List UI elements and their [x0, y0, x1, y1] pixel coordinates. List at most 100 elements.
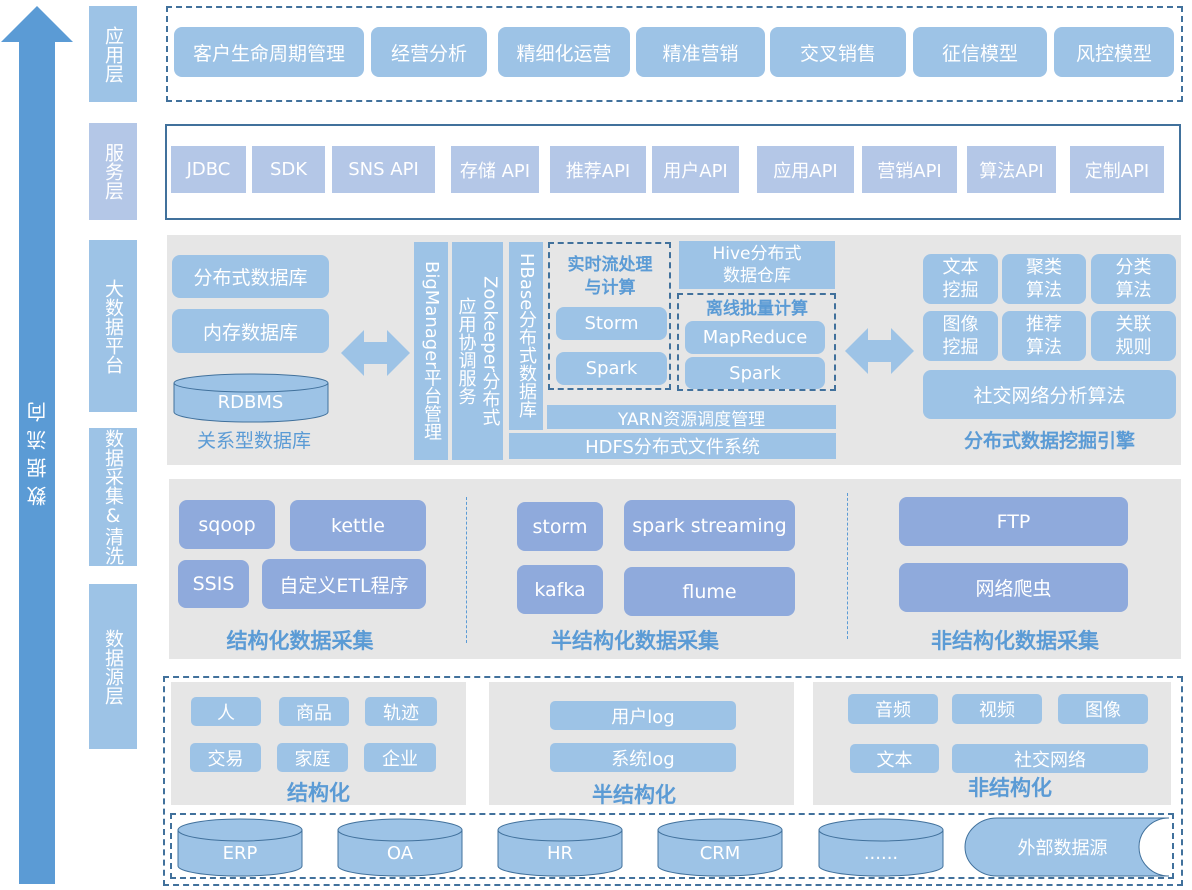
- layer-label-service: 服务层: [89, 123, 137, 220]
- up-arrow-icon: [1, 6, 73, 884]
- source-text-box: 文本: [850, 744, 939, 773]
- rdbms-label: RDBMS: [217, 391, 284, 413]
- external-source-label: 外部数据源: [1017, 838, 1108, 859]
- memory-db-box: 内存数据库: [172, 309, 329, 353]
- service-item: 算法API: [967, 146, 1056, 193]
- system-cylinder-icon: [497, 818, 623, 877]
- source-social-network-box: 社交网络: [952, 744, 1148, 773]
- system-label: OA: [386, 842, 414, 864]
- mining-algorithm-box: 推荐算法: [1002, 311, 1086, 361]
- collect-ssis-box: SSIS: [178, 560, 249, 608]
- offline-spark-box: Spark: [685, 357, 825, 389]
- realtime-spark-box: Spark: [556, 352, 667, 385]
- system-label: CRM: [699, 842, 741, 864]
- zookeeper-label-line2: 应用协调服务: [455, 297, 477, 405]
- external-source-shape-icon: [964, 817, 1170, 877]
- source-enterprise-box: 企业: [364, 743, 436, 772]
- system-label: ERP: [222, 842, 258, 864]
- app-item: 精准营销: [636, 27, 765, 77]
- mining-algorithm-label: 算法: [1026, 280, 1062, 301]
- hive-box: Hive分布式 数据仓库: [679, 241, 835, 289]
- layer-label-collect: 数据采集&清洗: [89, 428, 137, 566]
- layer-label-app: 应用层: [89, 6, 137, 102]
- mining-algorithm-box: 聚类算法: [1002, 254, 1086, 304]
- double-arrow-icon: [845, 328, 914, 374]
- mining-algorithm-label: 关联: [1115, 314, 1152, 335]
- service-item: SNS API: [332, 146, 435, 193]
- bigmanager-box: BigManager平台管理: [414, 242, 448, 460]
- system-label: HR: [546, 842, 574, 864]
- system-cylinder-icon: [337, 818, 463, 877]
- mining-algorithm-box: 分类算法: [1091, 254, 1176, 304]
- mining-algorithm-box: 关联规则: [1091, 311, 1176, 361]
- layer-label-source: 数据源层: [89, 584, 137, 749]
- source-goods-box: 商品: [279, 697, 349, 726]
- mining-algorithm-label: 挖掘: [942, 337, 979, 358]
- service-item: SDK: [252, 146, 325, 193]
- realtime-title: 实时流处理 与计算: [550, 252, 670, 302]
- collect-storm-box: storm: [517, 502, 603, 551]
- source-unstructured-caption: 非结构化: [968, 776, 1052, 800]
- offline-mapreduce-box: MapReduce: [685, 321, 825, 354]
- mining-engine-caption: 分布式数据挖掘引擎: [963, 429, 1135, 452]
- source-user-log-box: 用户log: [550, 701, 736, 730]
- hbase-label: HBase分布式数据库: [516, 253, 537, 419]
- mining-algorithm-label: 规则: [1115, 337, 1152, 358]
- app-item: 风控模型: [1054, 27, 1174, 77]
- mining-algorithm-box: 文本挖掘: [923, 254, 998, 304]
- offline-title: 离线批量计算: [706, 298, 808, 319]
- structured-collect-caption: 结构化数据采集: [226, 629, 374, 653]
- realtime-title-line1: 实时流处理: [567, 255, 653, 275]
- mining-algorithm-label: 文本: [942, 257, 979, 278]
- service-item: 用户API: [652, 146, 739, 193]
- source-layer-panel: [163, 676, 1183, 886]
- app-item: 征信模型: [913, 27, 1047, 77]
- zookeeper-label-line1: Zookeeper分布式: [479, 275, 501, 427]
- relational-db-caption: 关系型数据库: [196, 429, 311, 452]
- mining-algorithm-label: 算法: [1115, 280, 1152, 301]
- mining-algorithm-box: 图像挖掘: [923, 311, 998, 361]
- mining-algorithm-label: 聚类: [1026, 257, 1062, 278]
- service-item: 应用API: [757, 146, 854, 193]
- rdbms-cylinder-icon: [173, 373, 329, 423]
- system-cylinder-icon: [177, 818, 303, 877]
- collect-ftp-box: FTP: [899, 497, 1128, 546]
- system-label: ......: [863, 842, 899, 864]
- collect-flume-box: flume: [624, 567, 795, 616]
- source-systems-panel: [170, 813, 1174, 879]
- layer-label-platform: 大数据平台: [89, 240, 137, 412]
- zookeeper-box: Zookeeper分布式 应用协调服务: [452, 242, 503, 460]
- double-arrow-icon: [341, 330, 410, 376]
- service-item: 推荐API: [550, 146, 646, 193]
- service-item: JDBC: [171, 146, 246, 193]
- hdfs-box: HDFS分布式文件系统: [509, 433, 836, 459]
- app-item: 经营分析: [371, 27, 487, 77]
- mining-algorithm-label: 推荐: [1026, 314, 1062, 335]
- unstructured-collect-caption: 非结构化数据采集: [931, 629, 1099, 653]
- source-family-box: 家庭: [277, 743, 348, 772]
- collect-web-crawler-box: 网络爬虫: [899, 563, 1128, 612]
- source-image-box: 图像: [1058, 694, 1148, 724]
- yarn-box: YARN资源调度管理: [547, 405, 836, 430]
- source-system-log-box: 系统log: [550, 743, 736, 772]
- mining-algorithm-label: 算法: [1026, 337, 1062, 358]
- hive-label-line2: 数据仓库: [723, 266, 791, 286]
- collect-divider: [847, 493, 848, 639]
- bigmanager-label: BigManager平台管理: [421, 261, 442, 441]
- mining-algorithm-label: 分类: [1115, 257, 1152, 278]
- data-flow-label: 数据流向: [25, 394, 50, 506]
- collect-spark-streaming-box: spark streaming: [624, 500, 795, 551]
- distributed-db-box: 分布式数据库: [172, 255, 329, 298]
- mining-algorithm-label: 图像: [942, 314, 979, 335]
- app-item: 精细化运营: [498, 27, 630, 77]
- hbase-box: HBase分布式数据库: [509, 242, 543, 430]
- app-layer-panel: [166, 6, 1183, 102]
- source-track-box: 轨迹: [365, 697, 437, 726]
- collect-kettle-box: kettle: [290, 500, 426, 551]
- service-item: 营销API: [862, 146, 957, 193]
- system-cylinder-icon: [818, 818, 944, 877]
- source-structured-caption: 结构化: [287, 781, 350, 805]
- collect-custom-etl-box: 自定义ETL程序: [262, 559, 426, 609]
- collect-sqoop-box: sqoop: [179, 500, 275, 549]
- source-video-box: 视频: [952, 694, 1042, 724]
